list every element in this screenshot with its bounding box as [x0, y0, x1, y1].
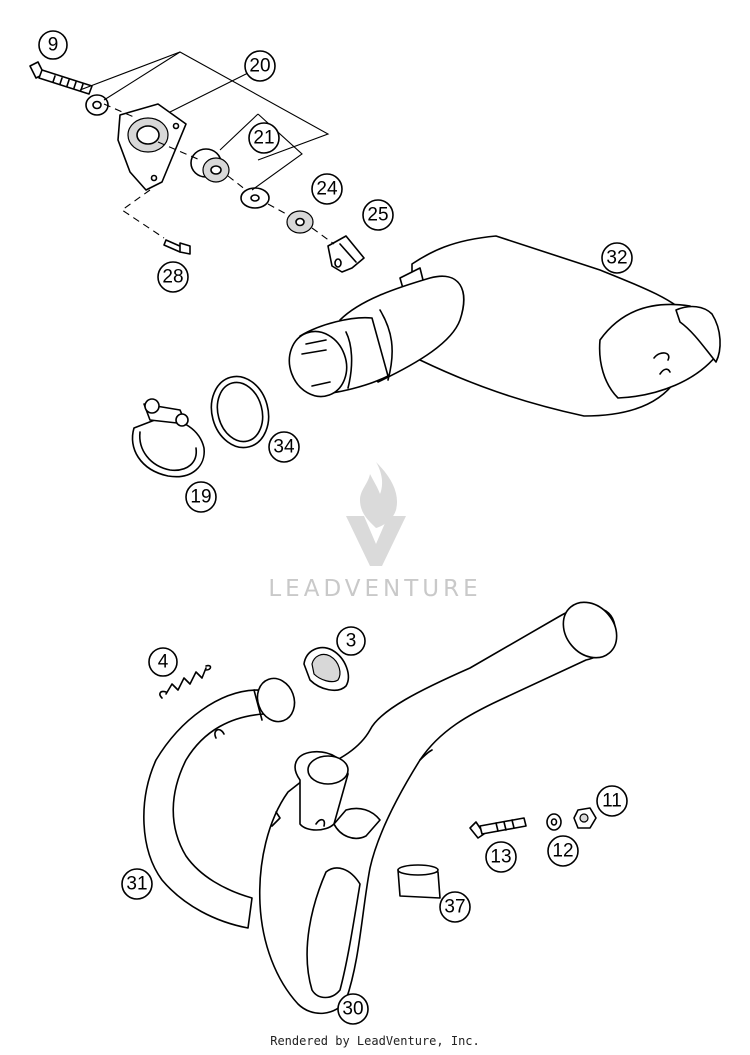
callout-label-24: 24	[311, 173, 343, 205]
watermark-flame-icon	[360, 462, 398, 528]
svg-text:24: 24	[316, 179, 338, 200]
washer-part-12	[546, 813, 562, 831]
watermark-text: LEADVENTURE	[268, 576, 481, 602]
svg-text:37: 37	[444, 897, 465, 918]
callout-label-37: 37	[439, 891, 471, 923]
callout-label-11: 11	[596, 785, 628, 817]
callout-label-21: 21	[248, 122, 280, 154]
washer-part-2	[240, 187, 270, 209]
leadventure-watermark: LEADVENTURE	[268, 462, 481, 602]
callout-label-25: 25	[362, 199, 394, 231]
svg-text:21: 21	[253, 128, 274, 149]
callout-label-28: 28	[157, 261, 189, 293]
sleeve-part-34	[210, 375, 270, 449]
clip-part-25	[327, 235, 365, 273]
svg-text:20: 20	[249, 56, 270, 77]
svg-text:28: 28	[162, 267, 183, 288]
callout-label-4: 4	[148, 647, 178, 677]
callout-label-32: 32	[601, 242, 633, 274]
callout-label-30: 30	[337, 993, 369, 1025]
callout-label-13: 13	[485, 841, 517, 873]
washer-part-24	[286, 210, 314, 234]
svg-text:9: 9	[48, 35, 59, 56]
nut-part-11	[573, 807, 597, 829]
header-pipe-part-31	[143, 677, 296, 929]
svg-text:4: 4	[158, 652, 169, 673]
bracket-part-20	[117, 103, 187, 191]
svg-text:25: 25	[367, 205, 388, 226]
svg-text:11: 11	[602, 791, 622, 812]
bolt-part-13	[469, 817, 527, 839]
clamp-part-19	[131, 398, 205, 478]
footer-credit: Rendered by LeadVenture, Inc.	[270, 1034, 480, 1048]
grommet-part-21	[190, 148, 230, 183]
gasket-part-3	[303, 646, 350, 692]
svg-text:31: 31	[126, 874, 147, 895]
callout-label-20: 20	[244, 50, 276, 82]
washer-part	[85, 94, 109, 116]
bolt-part-9	[29, 61, 93, 95]
callout-label-3: 3	[336, 626, 366, 656]
callout-label-9: 9	[38, 30, 68, 60]
callout-label-34: 34	[268, 431, 300, 463]
svg-text:13: 13	[490, 847, 511, 868]
callout-label-19: 19	[185, 481, 217, 513]
header-pipe-part-30	[258, 601, 618, 1015]
sleeve-part-37	[397, 864, 441, 899]
svg-text:3: 3	[346, 631, 357, 652]
inlet-pipe-end	[288, 316, 389, 398]
svg-text:12: 12	[552, 841, 573, 862]
screw-part-28	[163, 239, 191, 255]
silencer-part-32	[339, 235, 721, 417]
svg-text:19: 19	[190, 487, 211, 508]
spring-part-4	[159, 664, 212, 699]
watermark-v-icon	[346, 516, 406, 566]
svg-text:34: 34	[273, 437, 295, 458]
callout-label-31: 31	[121, 868, 153, 900]
svg-text:30: 30	[342, 999, 363, 1020]
callout-label-12: 12	[547, 835, 579, 867]
svg-text:32: 32	[606, 248, 627, 269]
